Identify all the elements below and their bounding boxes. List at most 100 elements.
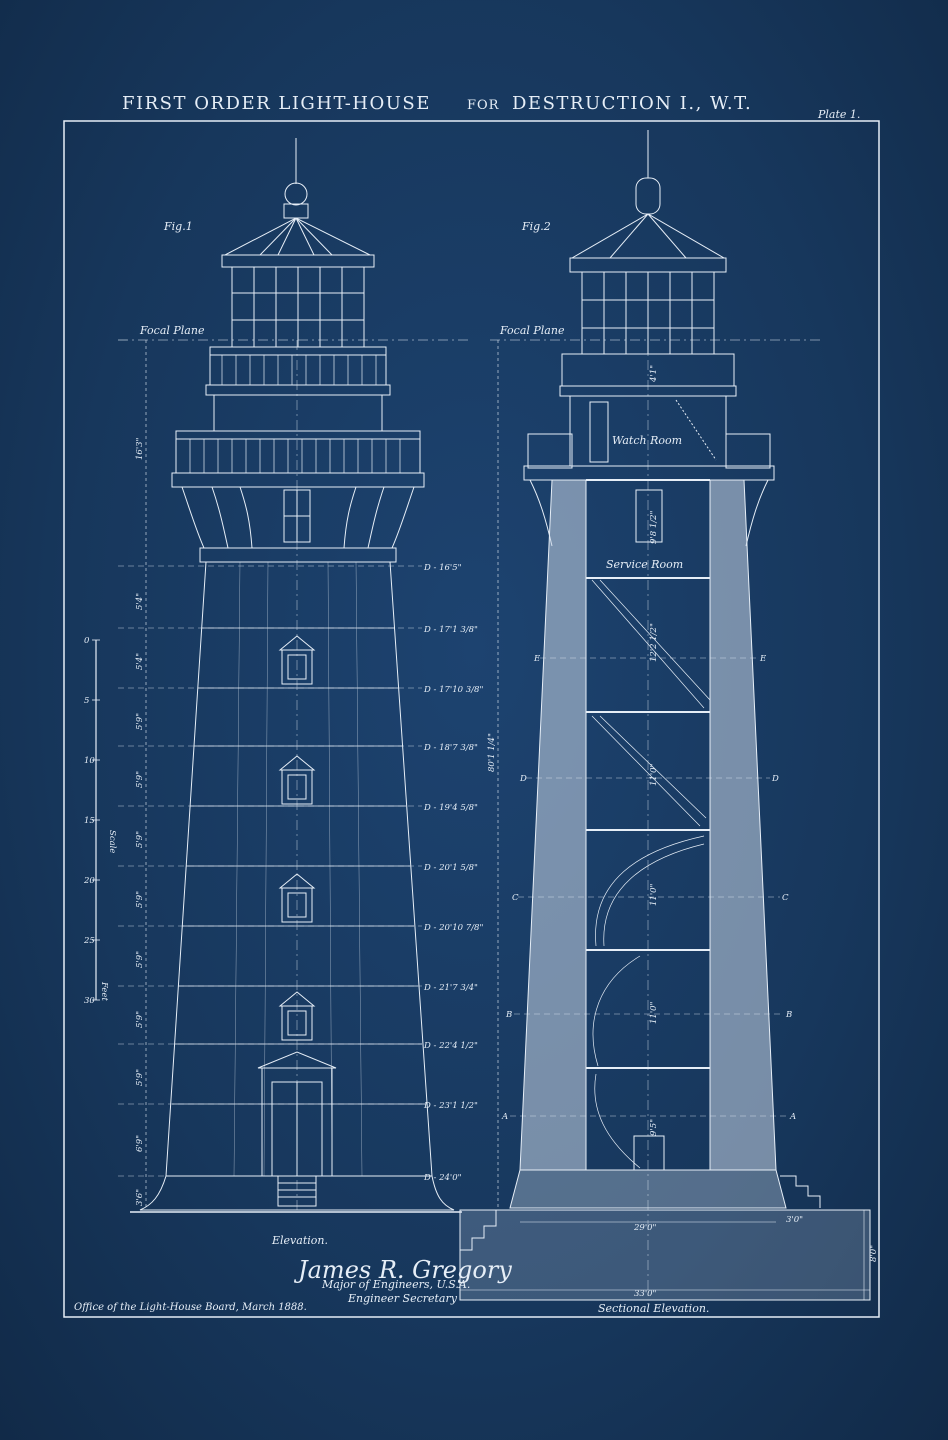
ventilator [283, 203, 309, 219]
lantern-dimension: 16'3" [135, 437, 145, 460]
scale-tick: 0 [84, 636, 90, 646]
scale-tick: 25 [83, 936, 95, 946]
section-mark: E [533, 654, 541, 664]
scale-tick: 15 [84, 816, 95, 826]
fig2-label: Fig.2 [521, 220, 551, 233]
section-mark: B [505, 1010, 512, 1020]
section-mark: C [512, 893, 519, 903]
signature: James R. Gregory [293, 1256, 512, 1284]
right-wall-section [709, 479, 777, 1171]
diameter-label: D - 21'7 3/4" [423, 983, 478, 993]
course-dimensions: 5'4" 5'4" 5'9" 5'9" 5'9" 5'9" 5'9" 5'9" 5'9" 6'9"… [135, 593, 145, 1206]
office-line: Office of the Light-House Board, March 1… [74, 1302, 307, 1313]
fig2-caption: Sectional Elevation. [598, 1302, 709, 1315]
plate-number: Plate 1. [817, 108, 860, 121]
fig2-gallery-right [725, 433, 771, 469]
gallery-brackets [181, 486, 415, 549]
course-dimension: 5'9" [135, 1011, 145, 1028]
signer-role: Engineer Secretary [347, 1292, 458, 1305]
course-dimension: 5'4" [135, 653, 145, 670]
floor-height: 11'0" [649, 1001, 659, 1024]
course-dimension: 5'4" [135, 593, 145, 610]
title-part1: FIRST ORDER LIGHT-HOUSE [122, 93, 431, 114]
floor-height: 12'2 1/2" [649, 623, 659, 662]
lantern-gallery-railing [209, 354, 387, 386]
floor-height: 11'0" [649, 763, 659, 786]
scale-tick: 10 [84, 756, 95, 766]
diameter-label: D - 18'7 3/8" [423, 743, 478, 753]
course-dimension: 6'9" [135, 1135, 145, 1152]
diameter-label: D - 19'4 5/8" [423, 803, 478, 813]
fig2-focal-plane: Focal Plane [499, 324, 565, 337]
scale-tick: 30 [84, 996, 95, 1006]
diameter-label: D - 16'5" [423, 563, 462, 573]
floor-height: 9'5" [649, 1119, 659, 1136]
left-wall-section [519, 479, 587, 1171]
floor-height: 4'1" [649, 365, 659, 383]
tower-shaft [165, 561, 433, 1177]
fig2-lantern-roof [570, 213, 726, 259]
scale-tick: 20 [83, 876, 95, 886]
fig2-entrance-door [633, 1135, 665, 1171]
course-dimension: 5'9" [135, 771, 145, 788]
fig2-section [459, 130, 871, 1301]
course-dimension: 5'9" [135, 951, 145, 968]
diameter-label: D - 17'1 3/8" [423, 625, 478, 635]
course-dimension: 3'6" [135, 1189, 145, 1206]
section-mark: D [771, 774, 779, 784]
section-marks: E E D D C C B B A A [501, 654, 796, 1122]
total-height: 80'1 1/4" [487, 733, 497, 772]
diameter-label: D - 17'10 3/8" [423, 685, 483, 695]
title-part3: DESTRUCTION I., W.T. [512, 93, 752, 114]
fig2-gallery-left [527, 433, 573, 469]
fig1-label: Fig.1 [163, 220, 193, 233]
lantern-roof [224, 217, 371, 256]
diameter-leaders [118, 565, 422, 1177]
watch-room-wall [213, 394, 383, 432]
course-dimension: 5'9" [135, 713, 145, 730]
scale-label: Scale [107, 830, 117, 853]
tower-windows [278, 635, 316, 1041]
section-mark: A [501, 1112, 508, 1122]
fig1-focal-plane: Focal Plane [139, 324, 205, 337]
diameter-label: D - 22'4 1/2" [423, 1041, 478, 1051]
section-lines [510, 657, 788, 1117]
scale-tick: 5 [84, 696, 89, 706]
diameter-labels: D - 16'5" D - 17'1 3/8" D - 17'10 3/8" D - … [423, 563, 483, 1183]
base-dimensions: 29'0" 33'0" 3'0" 8'0" [633, 1215, 879, 1299]
foundation-base [459, 1209, 871, 1301]
section-mark: C [782, 893, 789, 903]
base-dimension: 33'0" [634, 1289, 657, 1299]
diameter-label: D - 24'0" [423, 1173, 462, 1183]
section-mark: B [785, 1010, 792, 1020]
section-mark: D [519, 774, 527, 784]
diameter-label: D - 20'1 5/8" [423, 863, 478, 873]
scale-ticks: 0 5 10 15 20 25 30 [83, 636, 95, 1006]
scale-unit: Feet [99, 981, 109, 1001]
section-mark: E [759, 654, 767, 664]
base-dimension: 8'0" [869, 1245, 879, 1262]
base-dimension: 3'0" [786, 1215, 803, 1225]
fig1-elevation [92, 138, 470, 1213]
signer-rank: Major of Engineers, U.S.A. [321, 1278, 470, 1291]
diameter-label: D - 23'1 1/2" [423, 1101, 478, 1111]
floor-height: 11'0" [649, 883, 659, 906]
course-dimension: 5'9" [135, 831, 145, 848]
watch-room-label: Watch Room [612, 434, 682, 447]
course-dimension: 5'9" [135, 1069, 145, 1086]
base-dimension: 29'0" [633, 1223, 657, 1233]
section-mark: A [789, 1112, 796, 1122]
diameter-label: D - 20'10 7/8" [423, 923, 483, 933]
service-room-label: Service Room [606, 558, 683, 571]
main-gallery-railing [175, 438, 421, 474]
floor-heights: 4'1" 9'8 1/2" 12'2 1/2" 11'0" 11'0" 11'0" 9'5" [649, 365, 659, 1136]
lantern-ball [284, 182, 308, 206]
course-dimension: 5'9" [135, 891, 145, 908]
title-part2: FOR [467, 98, 500, 113]
fig1-caption: Elevation. [271, 1234, 328, 1247]
floor-height: 9'8 1/2" [649, 510, 659, 544]
drawing-frame [63, 120, 880, 1318]
spiral-stairs [591, 579, 711, 1169]
